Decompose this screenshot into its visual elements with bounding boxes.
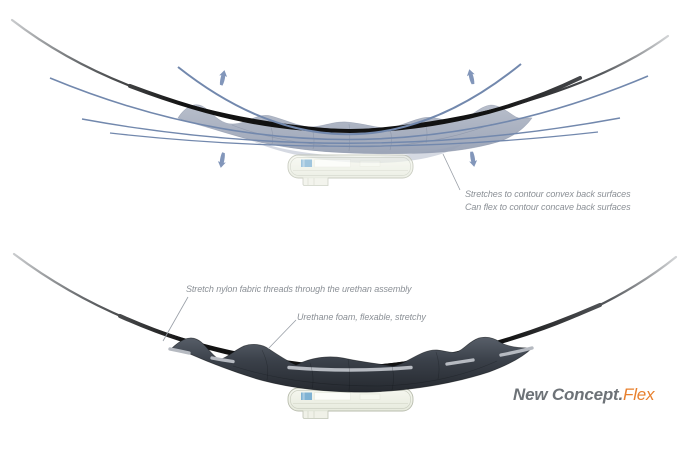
- nylon-fabric-band: [168, 346, 534, 372]
- top-flex-diagram: [10, 18, 670, 191]
- label-fabric-thread: Stretch nylon fabric threads through the…: [186, 284, 412, 294]
- flex-arrow-up-right-icon: [465, 68, 477, 86]
- flex-curve-arc-up: [177, 63, 522, 136]
- flex-curve-outer: [49, 75, 649, 141]
- flex-arrow-down-right-icon: [467, 150, 479, 168]
- flex-curve-inner: [109, 131, 599, 147]
- top-annotation: Stretches to contour convex back surface…: [465, 188, 631, 214]
- annotation-line-2: Can flex to contour concave back surface…: [465, 202, 631, 212]
- foam-bottom-seams: [232, 349, 498, 392]
- flex-arrow-down-left-icon: [216, 151, 228, 169]
- urethane-foam-top-skirt: [250, 140, 466, 164]
- flex-curve-middle: [81, 117, 621, 144]
- bottom-assembly-diagram: [12, 252, 678, 419]
- device-housing-top: [287, 154, 414, 186]
- brand-suffix: Flex: [623, 385, 655, 404]
- urethane-foam-bottom: [169, 336, 533, 393]
- flex-arrow-up-left-icon: [217, 69, 229, 87]
- strap-top-thick-center: [128, 76, 582, 134]
- brand-logo: New Concept.Flex: [513, 385, 655, 405]
- annotation-line-1: Stretches to contour convex back surface…: [465, 189, 631, 199]
- leader-line-foam: [267, 319, 297, 350]
- label-urethane-foam: Urethane foam, flexable, stretchy: [297, 312, 426, 322]
- leader-line-fabric: [162, 296, 189, 342]
- leader-line-annotation: [442, 153, 461, 191]
- device-housing-bottom: [287, 387, 414, 419]
- brand-name: New Concept.: [513, 385, 624, 404]
- strap-top: [10, 18, 670, 133]
